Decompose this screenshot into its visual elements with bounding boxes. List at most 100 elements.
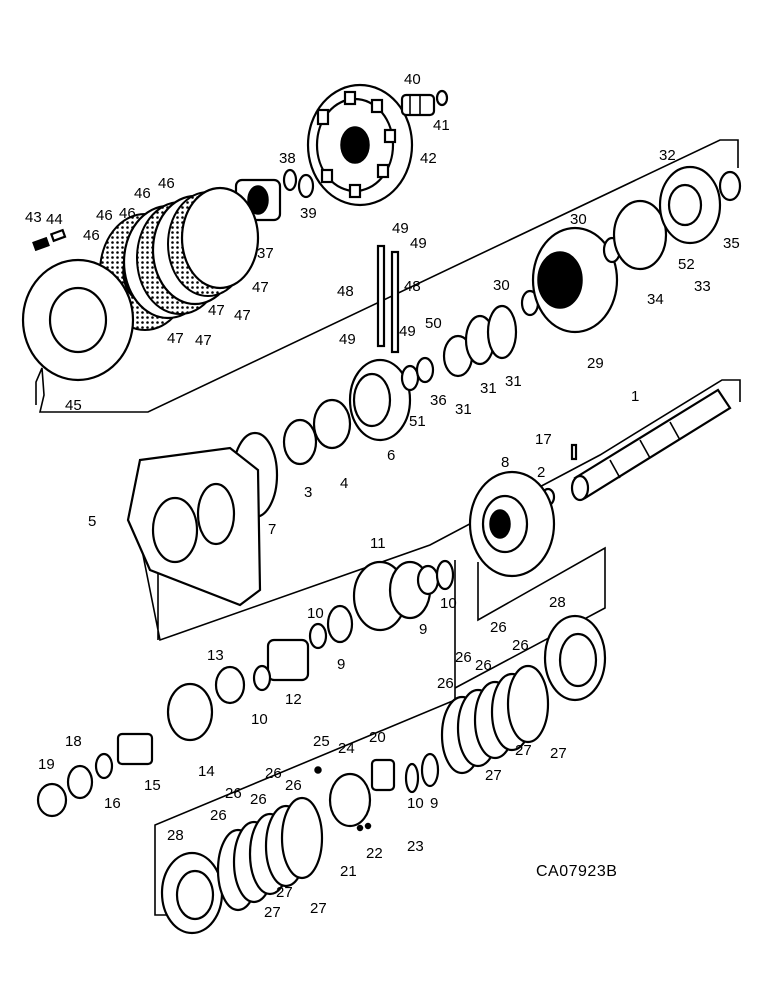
part-label: 34	[647, 291, 664, 308]
part-label: 49	[392, 220, 409, 237]
part-label: 26	[512, 637, 529, 654]
part-label: 47	[252, 279, 269, 296]
part-label: 38	[279, 150, 296, 167]
part-label: 46	[83, 227, 100, 244]
clutch-pack-right	[440, 664, 550, 775]
bearing-set-part	[36, 638, 310, 818]
clutch-pack-left	[216, 796, 324, 912]
part-label: 26	[437, 675, 454, 692]
part-label: 1	[631, 388, 639, 405]
part-label: 4	[340, 475, 348, 492]
spring-pin-part	[32, 228, 67, 252]
part-label: 32	[659, 147, 676, 164]
part-label: 31	[505, 373, 522, 390]
housing-part	[126, 446, 262, 607]
part-label: 19	[38, 756, 55, 773]
part-label: 9	[419, 621, 427, 638]
front-bearing-part	[282, 398, 352, 466]
group-outline-upper	[35, 139, 739, 413]
part-label: 10	[307, 605, 324, 622]
part-label: 3	[304, 484, 312, 501]
clutch-drum-part	[306, 83, 414, 207]
part-label: 46	[134, 185, 151, 202]
part-label: 21	[340, 863, 357, 880]
main-shaft-part	[540, 388, 732, 507]
part-label: 50	[425, 315, 442, 332]
part-label: 49	[410, 235, 427, 252]
part-label: 52	[678, 256, 695, 273]
part-label: 12	[285, 691, 302, 708]
part-label: 10	[407, 795, 424, 812]
part-label: 14	[198, 763, 215, 780]
clutch-housing-left	[160, 851, 224, 935]
part-label: 51	[409, 413, 426, 430]
part-label: 9	[337, 656, 345, 673]
part-label: 8	[501, 454, 509, 471]
part-label: 45	[65, 397, 82, 414]
part-label: 20	[369, 729, 386, 746]
part-label: 25	[313, 733, 330, 750]
part-label: 27	[550, 745, 567, 762]
part-label: 11	[370, 535, 386, 552]
part-label: 46	[158, 175, 175, 192]
part-label: 42	[420, 150, 437, 167]
part-label: 5	[88, 513, 96, 530]
part-label: 9	[430, 795, 438, 812]
drawing-code: CA07923B	[536, 863, 617, 880]
part-label: 30	[570, 211, 587, 228]
part-label: 15	[144, 777, 161, 794]
part-label: 13	[207, 647, 224, 664]
part-label: 36	[430, 392, 447, 409]
part-label: 10	[251, 711, 268, 728]
part-label: 37	[257, 245, 274, 262]
part-label: 35	[723, 235, 740, 252]
part-label: 46	[119, 205, 136, 222]
part-label: 31	[480, 380, 497, 397]
part-label: 49	[399, 323, 416, 340]
part-label: 23	[407, 838, 424, 855]
part-label: 18	[65, 733, 82, 750]
part-label: 26	[210, 807, 227, 824]
part-label: 27	[264, 904, 281, 921]
part-label: 29	[587, 355, 604, 372]
input-shaft-part	[400, 89, 449, 117]
part-label: 31	[455, 401, 472, 418]
clutch-disc-stack	[99, 186, 260, 331]
part-label: 16	[104, 795, 121, 812]
part-label: 17	[535, 431, 552, 448]
gear-part	[468, 470, 556, 578]
carrier-part	[531, 226, 622, 334]
piston-housing-part	[348, 358, 412, 442]
part-label: 48	[404, 278, 421, 295]
part-label: 28	[549, 594, 566, 611]
part-label: 30	[493, 277, 510, 294]
part-number-labels: 40 41 42 38 39 37 46 46 46 46 46 43 44 4…	[25, 71, 740, 921]
synchro-hub-part	[314, 752, 440, 832]
long-pins-part	[376, 244, 400, 354]
part-label: 44	[46, 211, 63, 228]
part-label: 27	[515, 742, 532, 759]
part-label: 22	[366, 845, 383, 862]
part-label: 2	[537, 464, 545, 481]
part-label: 26	[250, 791, 267, 808]
part-label: 28	[167, 827, 184, 844]
part-label: 6	[387, 447, 395, 464]
part-label: 49	[339, 331, 356, 348]
part-label: 46	[96, 207, 113, 224]
seal-rings-part	[400, 289, 540, 392]
sliding-gear-part	[308, 559, 455, 650]
part-label: 47	[167, 330, 184, 347]
part-label: 48	[337, 283, 354, 300]
part-label: 27	[310, 900, 327, 917]
cover-part	[612, 165, 742, 271]
part-label: 43	[25, 209, 42, 226]
part-label: 40	[404, 71, 421, 88]
part-label: 41	[433, 117, 450, 134]
part-label: 26	[455, 649, 472, 666]
part-label: 47	[234, 307, 251, 324]
part-label: 26	[285, 777, 302, 794]
part-label: 26	[490, 619, 507, 636]
part-label: 26	[225, 785, 242, 802]
